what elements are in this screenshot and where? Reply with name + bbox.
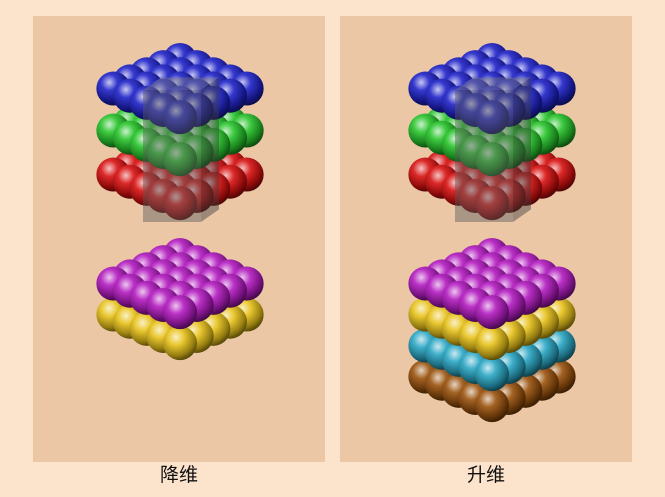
column-top-face: [455, 77, 531, 90]
yellow-sphere: [475, 326, 509, 361]
caption-dimension-reduction: 降维: [159, 464, 198, 486]
yellow-sphere: [163, 326, 197, 361]
unit-cell-column: [455, 77, 531, 223]
caption-dimension-increase: 升维: [466, 464, 505, 486]
blue-sphere: [163, 100, 197, 135]
magenta-sphere-layer: [96, 238, 264, 330]
cyan-sphere: [475, 357, 509, 392]
red-sphere: [475, 186, 509, 221]
column-side-face: [201, 77, 219, 223]
blue-sphere-layer: [96, 43, 264, 135]
column-front-face: [455, 90, 513, 222]
red-sphere: [163, 186, 197, 221]
magenta-sphere-layer: [408, 238, 576, 330]
unit-cell-column: [143, 77, 219, 223]
column-front-face: [143, 90, 201, 222]
column-top-face: [143, 77, 219, 90]
green-sphere: [475, 142, 509, 177]
magenta-sphere: [163, 295, 197, 330]
blue-sphere: [475, 100, 509, 135]
green-sphere: [163, 142, 197, 177]
column-side-face: [513, 77, 531, 223]
brown-sphere: [475, 388, 509, 423]
magenta-sphere: [475, 295, 509, 330]
blue-sphere-layer: [408, 43, 576, 135]
